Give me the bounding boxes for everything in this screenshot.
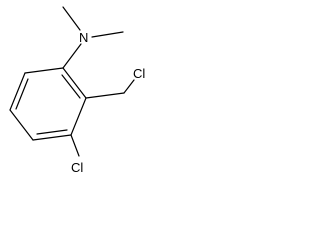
ring-bond-c5-c6 [9, 72, 26, 111]
ring-bond-c3-c4 [32, 134, 72, 141]
bond-ch2-to-chlorine [123, 79, 135, 94]
nitrogen-atom-label: N [79, 30, 88, 45]
chlorine-atom-label-methyl: Cl [133, 66, 145, 81]
ring-double-bond-c1-c2 [61, 74, 81, 99]
bond-ring-to-chlorine [70, 134, 80, 157]
bond-nitrogen-methyl-right [91, 31, 124, 38]
chloromethyl-group: Cl [85, 66, 145, 99]
ring-bond-c6-c1 [24, 67, 64, 74]
bond-ring-to-ch2 [85, 92, 125, 99]
ring-bond-c1-c2 [62, 67, 87, 99]
chemical-structure: N Cl Cl [9, 6, 145, 175]
chlorine-atom-label-ring: Cl [71, 160, 83, 175]
ring-double-bond-c3-c4 [36, 129, 68, 135]
ring-double-bond-c5-c6 [15, 78, 29, 110]
ring-chlorine-group: Cl [70, 134, 83, 175]
ring-bond-c4-c5 [9, 109, 34, 141]
dimethylamino-group: N [62, 6, 124, 69]
benzene-ring [9, 67, 87, 141]
bond-nitrogen-methyl-left [62, 6, 81, 31]
bond-ring-to-nitrogen [62, 43, 82, 69]
ring-bond-c2-c3 [70, 97, 87, 136]
